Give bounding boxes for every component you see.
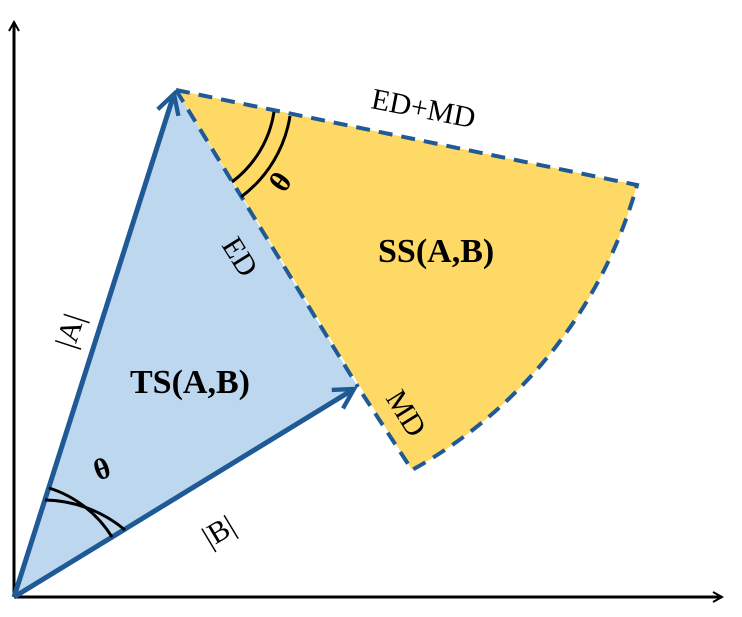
ss-sector-outline <box>175 88 640 473</box>
vector-b <box>12 389 354 600</box>
angle-arc-bottom-outer <box>44 498 126 532</box>
vector-b-label: |B| <box>197 509 241 554</box>
ts-triangle <box>14 90 358 597</box>
ss-sector <box>176 90 637 470</box>
angle-arc-top-outer <box>240 115 292 199</box>
ss-label: SS(A,B) <box>378 233 494 270</box>
vector-a-label: |A| <box>49 310 91 352</box>
vector-a <box>11 94 174 598</box>
ed-line <box>174 88 360 389</box>
ed-md-label: ED+MD <box>369 82 479 134</box>
angle-arc-top-inner <box>231 111 276 184</box>
ts-label: TS(A,B) <box>130 364 250 401</box>
